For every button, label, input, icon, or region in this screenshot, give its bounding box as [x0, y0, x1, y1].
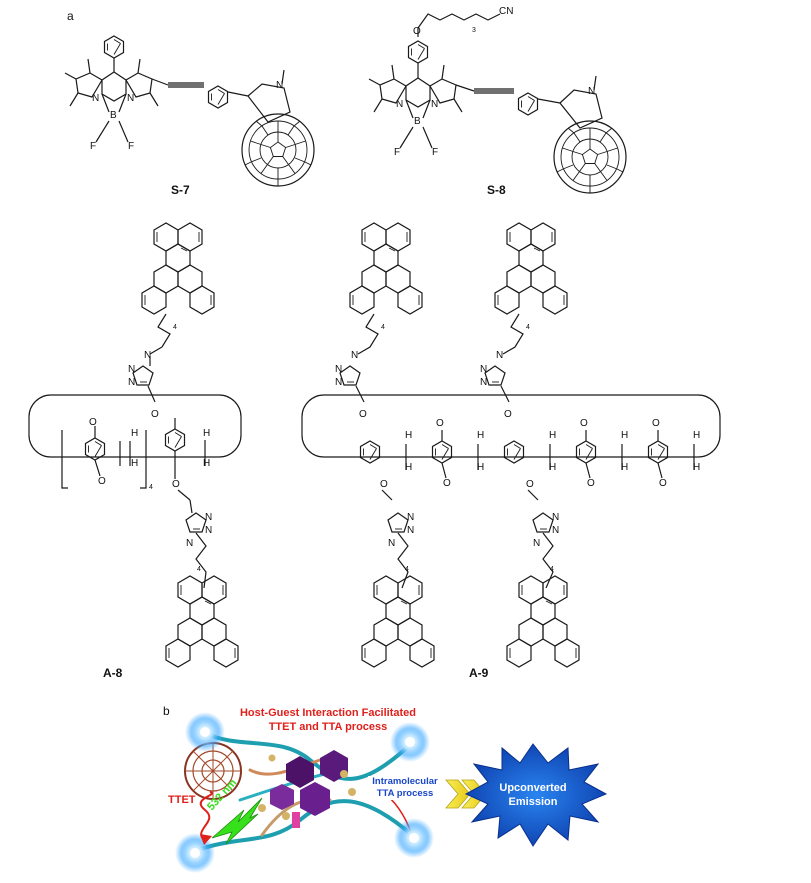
- atom-n: N: [388, 538, 396, 549]
- atom-n: N: [588, 86, 596, 97]
- atom-n: N: [205, 512, 213, 523]
- atom-n: N: [407, 525, 415, 536]
- atom-n: N: [335, 364, 343, 375]
- linker-subscript: 4: [173, 324, 177, 331]
- atom-n: N: [533, 538, 541, 549]
- atom-n: N: [552, 512, 560, 523]
- atom-h: H: [203, 428, 211, 439]
- linker-subscript: 4: [405, 566, 409, 573]
- upconverted-emission-line1: Upconverted: [499, 782, 567, 794]
- atom-h: H: [405, 462, 413, 473]
- compound-label-a8: A-8: [103, 666, 123, 680]
- atom-n: N: [496, 350, 504, 361]
- panel-letter-a: a: [67, 9, 74, 23]
- atom-n: N: [128, 364, 136, 375]
- atom-n: N: [396, 99, 404, 110]
- panel-a-structures: [28, 13, 721, 668]
- atom-o: O: [413, 26, 421, 37]
- compound-label-a9: A-9: [469, 666, 489, 680]
- atom-n: N: [127, 93, 135, 104]
- atom-o: O: [504, 409, 512, 420]
- compound-label-s8: S-8: [487, 183, 506, 197]
- intramolecular-tta-label: Intramolecular TTA process: [368, 776, 442, 800]
- atom-o: O: [98, 476, 106, 487]
- chevron-arrows-icon: [445, 779, 487, 809]
- atom-h: H: [693, 430, 701, 441]
- atom-f: F: [432, 147, 439, 158]
- atom-n: N: [276, 80, 284, 91]
- atom-n: N: [552, 525, 560, 536]
- atom-b: B: [110, 110, 117, 121]
- intramolecular-tta-line1: Intramolecular: [372, 776, 438, 787]
- atom-o: O: [652, 418, 660, 429]
- linker-subscript: 4: [381, 324, 385, 331]
- atom-o: O: [380, 479, 388, 490]
- linker-subscript: 4: [550, 566, 554, 573]
- ttet-arrow-head: [200, 834, 212, 845]
- molecule-s8: [368, 13, 627, 194]
- upconverted-emission-line2: Emission: [508, 796, 558, 808]
- intramolecular-tta-line2: TTA process: [376, 788, 434, 799]
- atom-o: O: [587, 478, 595, 489]
- atom-h: H: [477, 430, 485, 441]
- atom-n: N: [92, 93, 100, 104]
- atom-n: N: [205, 525, 213, 536]
- atom-o: O: [580, 418, 588, 429]
- host-guest-title-line2: TTET and TTA process: [268, 721, 388, 733]
- panel-letter-b: b: [163, 704, 170, 718]
- atom-n: N: [351, 350, 359, 361]
- molecule-a9: [301, 222, 721, 668]
- linker-subscript: 4: [197, 566, 201, 573]
- atom-o: O: [359, 409, 367, 420]
- excitation-wavelength-label: 532 nm: [205, 776, 240, 814]
- atom-f: F: [128, 141, 135, 152]
- atom-o: O: [659, 478, 667, 489]
- atom-h: H: [131, 428, 139, 439]
- ttet-label: TTET: [168, 794, 196, 806]
- host-guest-title: Host-Guest Interaction Facilitated TTET …: [228, 706, 428, 734]
- atom-h: H: [693, 462, 701, 473]
- atom-h: H: [549, 430, 557, 441]
- chain-label-cn: CN: [499, 6, 514, 17]
- atom-h: H: [549, 462, 557, 473]
- atom-o: O: [89, 417, 97, 428]
- host-guest-title-line1: Host-Guest Interaction Facilitated: [239, 707, 417, 719]
- atom-h: H: [203, 458, 211, 469]
- atom-h: H: [405, 430, 413, 441]
- atom-o: O: [443, 478, 451, 489]
- atom-n: N: [128, 377, 136, 388]
- molecule-a8: [28, 222, 242, 668]
- molecule-s7: [64, 35, 315, 187]
- repeat-subscript: 4: [149, 484, 153, 491]
- atom-n: N: [144, 350, 152, 361]
- compound-label-s7: S-7: [171, 183, 190, 197]
- atom-h: H: [477, 462, 485, 473]
- atom-n: N: [431, 99, 439, 110]
- atom-f: F: [90, 141, 97, 152]
- aromatic-units: [258, 750, 356, 828]
- atom-n: N: [407, 512, 415, 523]
- atom-o: O: [172, 479, 180, 490]
- atom-o: O: [151, 409, 159, 420]
- atom-h: H: [131, 458, 139, 469]
- atom-b: B: [414, 116, 421, 127]
- upconverted-emission-label: Upconverted Emission: [488, 781, 578, 809]
- atom-h: H: [621, 462, 629, 473]
- atom-o: O: [526, 479, 534, 490]
- atom-o: O: [436, 418, 444, 429]
- atom-n: N: [480, 364, 488, 375]
- atom-n: N: [480, 377, 488, 388]
- chain-subscript: 3: [472, 27, 476, 34]
- atom-n: N: [335, 377, 343, 388]
- atom-n: N: [186, 538, 194, 549]
- atom-h: H: [621, 430, 629, 441]
- atom-f: F: [394, 147, 401, 158]
- linker-subscript: 4: [526, 324, 530, 331]
